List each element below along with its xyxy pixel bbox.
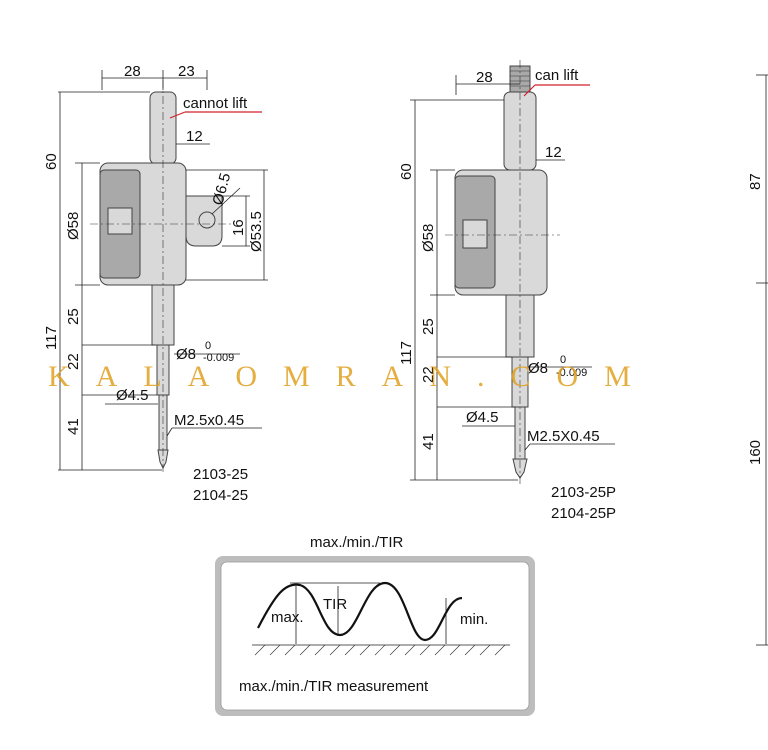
surface-wave <box>257 581 463 642</box>
right-display <box>462 219 488 249</box>
left-model-2: 2104-25 <box>193 487 248 504</box>
right-tol-upper: 0 <box>560 354 566 366</box>
left-tol-lower: -0.009 <box>203 352 234 364</box>
measurement-label-tir: TIR <box>323 596 347 613</box>
left-dim-41: 41 <box>65 418 82 435</box>
right-contact-point <box>512 458 528 479</box>
left-dim-4-5: Ø4.5 <box>116 387 149 404</box>
measurement-label-min: min. <box>460 611 488 628</box>
left-dim-8: Ø8 <box>176 346 196 363</box>
measurement-frame-inner <box>220 561 530 711</box>
left-dim-53-5: Ø53.5 <box>248 211 265 252</box>
left-dim-117: 117 <box>43 326 60 350</box>
ground-hatch <box>254 644 506 656</box>
measurement-label-max: max. <box>271 609 304 626</box>
measurement-heading: max./min./TIR <box>310 534 404 551</box>
watermark: KALAOMRAN.COM <box>48 360 657 393</box>
left-note-cannot-lift: cannot lift <box>183 95 248 112</box>
right-gauge: 28 can lift 12 60 Ø58 25 117 22 41 Ø8 0 … <box>398 60 616 522</box>
left-thread: M2.5x0.45 <box>174 412 244 429</box>
right-model-2: 2104-25P <box>551 505 616 522</box>
right-dim-117: 117 <box>398 341 415 365</box>
right-dim-60: 60 <box>398 163 415 180</box>
right-dim-22: 22 <box>420 366 437 383</box>
right-dim-28: 28 <box>476 69 493 86</box>
right-dim-4-5: Ø4.5 <box>466 409 499 426</box>
far-right-dims: 87 160 <box>747 74 768 646</box>
measurement-caption: max./min./TIR measurement <box>239 678 429 695</box>
left-dim-58: Ø58 <box>65 212 82 240</box>
left-display <box>107 207 133 235</box>
right-note-can-lift: can lift <box>535 67 579 84</box>
left-dim-25: 25 <box>65 308 82 325</box>
far-right-dim-87: 87 <box>747 173 764 190</box>
left-model-1: 2103-25 <box>193 466 248 483</box>
left-dim-28: 28 <box>124 63 141 80</box>
left-dim-60: 60 <box>43 153 60 170</box>
left-gauge: 28 23 cannot lift 12 60 Ø58 25 117 22 41 <box>43 63 268 504</box>
right-dim-41: 41 <box>420 433 437 450</box>
left-dim-16: 16 <box>230 219 247 236</box>
right-tol-lower: -0.009 <box>556 367 587 379</box>
left-dim-12: 12 <box>186 128 203 145</box>
left-lug-hole <box>198 211 216 229</box>
right-model-1: 2103-25P <box>551 484 616 501</box>
right-dim-8: Ø8 <box>528 360 548 377</box>
left-dim-23: 23 <box>178 63 195 80</box>
right-dim-25: 25 <box>420 318 437 335</box>
left-tol-upper: 0 <box>205 340 211 352</box>
far-right-dim-160: 160 <box>747 440 764 465</box>
left-dim-6-5: Ø6.5 <box>209 171 234 207</box>
right-thread: M2.5X0.45 <box>527 428 600 445</box>
left-dim-22: 22 <box>65 353 82 370</box>
right-dim-58: Ø58 <box>420 224 437 252</box>
measurement-panel: max./min./TIR <box>215 534 535 716</box>
right-dim-12: 12 <box>545 144 562 161</box>
